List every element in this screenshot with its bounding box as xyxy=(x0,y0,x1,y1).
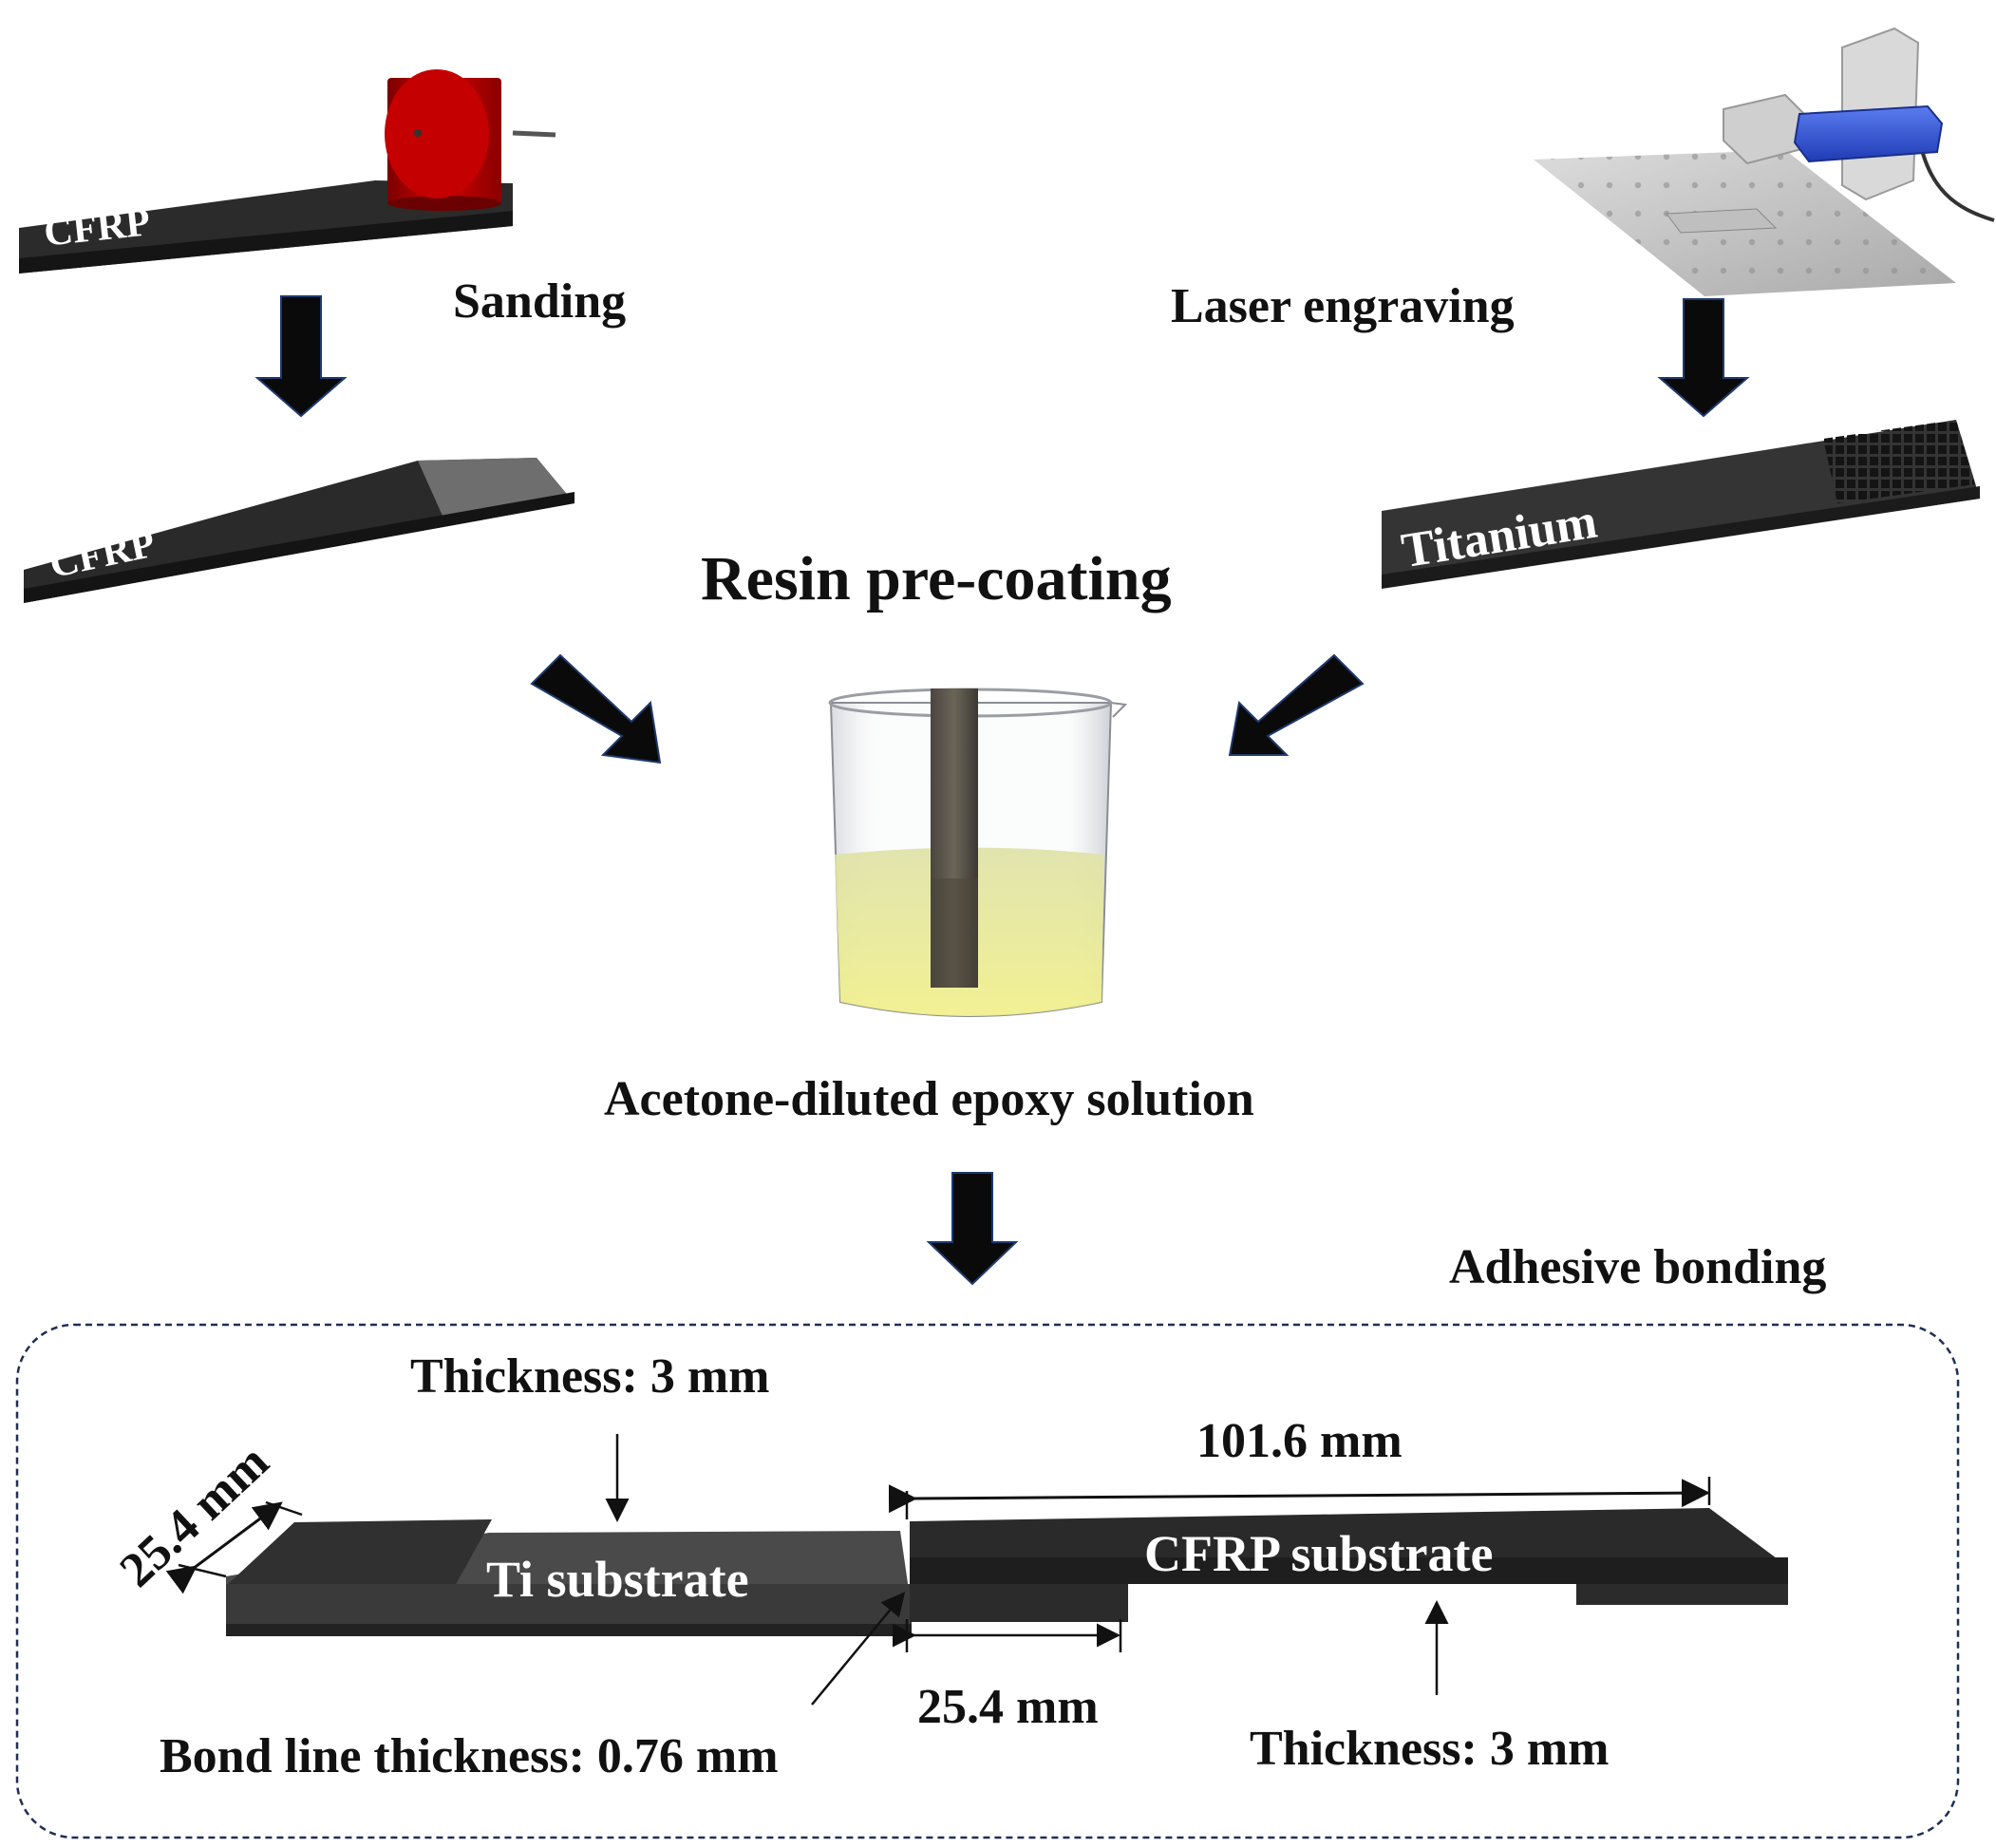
laser-head-icon xyxy=(1723,27,1995,222)
sanding-roller-icon xyxy=(385,69,556,211)
sanding-label: Sanding xyxy=(453,274,627,329)
bonding-frame xyxy=(15,1323,1960,1839)
laser-engraving-label: Laser engraving xyxy=(1171,279,1515,333)
cfrp-substrate-label: CFRP substrate xyxy=(1144,1525,1494,1582)
diagonal-arrow-right xyxy=(1228,653,1365,756)
diagonal-arrow-left xyxy=(530,653,662,764)
length-label: 101.6 mm xyxy=(1196,1414,1403,1468)
overlap-label: 25.4 mm xyxy=(917,1680,1099,1734)
resin-precoating-title: Resin pre-coating xyxy=(701,544,1172,613)
laser-plate xyxy=(1534,150,1956,296)
bond-line-label: Bond line thickness: 0.76 mm xyxy=(160,1729,779,1783)
beaker-icon xyxy=(828,688,1128,1017)
width-dimension xyxy=(165,1500,303,1594)
cfrp-substrate xyxy=(910,1508,1788,1622)
down-arrow-right xyxy=(1657,298,1750,418)
ti-substrate xyxy=(226,1519,912,1636)
adhesive-bonding-label: Adhesive bonding xyxy=(1449,1240,1827,1294)
ti-substrate-label: Ti substrate xyxy=(486,1551,749,1608)
overlap-dimension xyxy=(893,1619,1122,1652)
length-dimension xyxy=(888,1477,1711,1519)
down-arrow-left xyxy=(254,295,348,418)
titanium-strip xyxy=(1382,420,1980,589)
epoxy-solution-label: Acetone-diluted epoxy solution xyxy=(604,1072,1254,1126)
cfrp-thickness-label: Thickness: 3 mm xyxy=(1250,1722,1610,1776)
ti-thickness-label: Thickness: 3 mm xyxy=(410,1349,770,1404)
bond-line-arrow xyxy=(811,1592,906,1706)
cfrp-strip-sanded xyxy=(24,458,574,603)
down-arrow-center xyxy=(926,1172,1019,1286)
